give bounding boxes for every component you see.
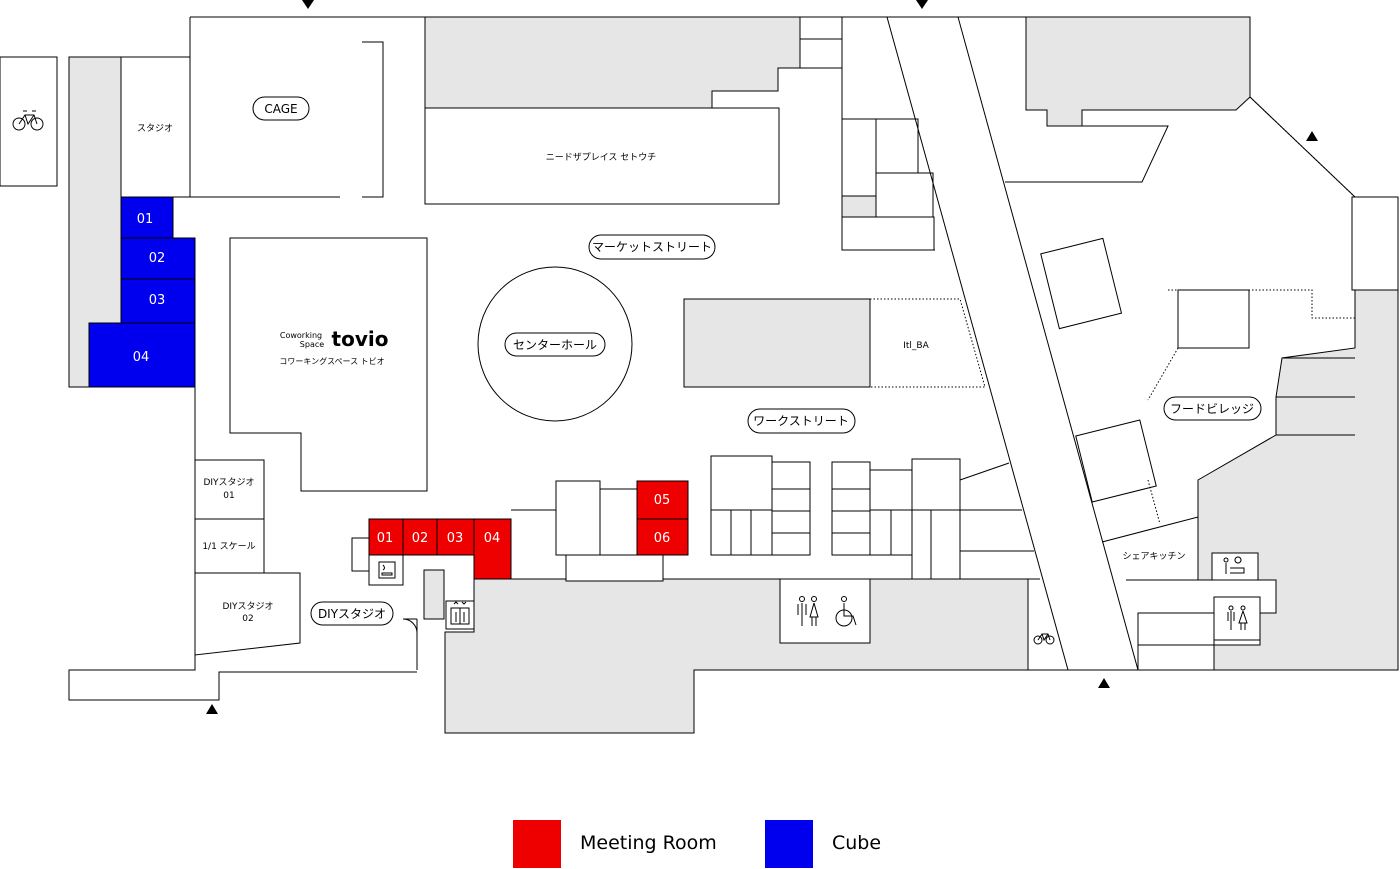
diy-studio-label: DIYスタジオ [318, 607, 386, 621]
cube-label: 01 [137, 212, 154, 227]
tovio-logo: tovio [332, 327, 389, 351]
itl-ba-area[interactable]: Itl_BA [683, 298, 986, 388]
entrance-arrows [206, 0, 1318, 714]
restroom-icon [1227, 605, 1248, 630]
top-middle-rooms [841, 17, 935, 251]
itl-ba-label: Itl_BA [903, 341, 929, 351]
entrance-arrow-icon [916, 0, 928, 9]
tovio-kana: コワーキングスペース トビオ [279, 356, 384, 366]
diy-studio-02-label-a: DIYスタジオ [222, 601, 273, 612]
tovio-coworking-area[interactable]: Coworking Space tovio コワーキングスペース トビオ [229, 237, 428, 492]
diy-studio-02-label-b: 02 [242, 614, 253, 624]
smoking-area-icon [378, 561, 396, 579]
restroom-block-right [1126, 579, 1277, 671]
cube-03[interactable]: 03 [120, 278, 196, 324]
cage-label: CAGE [264, 102, 297, 116]
meeting-rooms: 01 02 03 04 05 06 [368, 480, 689, 580]
cube-02[interactable]: 02 [120, 237, 196, 280]
meeting-room-label: 01 [377, 531, 394, 546]
diagonal-walkway [886, 16, 1139, 671]
legend-swatch-cube [765, 820, 813, 868]
meeting-room-label: 02 [412, 531, 429, 546]
meeting-room-label: 04 [484, 531, 501, 546]
cube-04[interactable]: 04 [88, 322, 196, 388]
needs-place-label: ニードザプレイス セトウチ [546, 152, 657, 163]
meeting-room-label: 06 [654, 531, 671, 546]
legend-label-meeting-room: Meeting Room [580, 832, 717, 854]
meeting-room-02[interactable]: 02 [402, 518, 438, 556]
cube-label: 04 [133, 350, 150, 365]
work-street: ワークストリート [747, 408, 856, 434]
legend-swatch-meeting-room [513, 820, 561, 868]
corridor-left-stub [402, 569, 445, 670]
needs-place-area[interactable]: ニードザプレイス セトウチ [424, 16, 843, 205]
cube-label: 03 [149, 293, 166, 308]
work-street-label: ワークストリート [753, 414, 849, 428]
entrance-arrow-icon [206, 704, 218, 714]
tovio-small-2: Space [300, 340, 324, 349]
diy-studio-01-label-b: 01 [223, 491, 234, 501]
meeting-room-label: 05 [654, 493, 671, 508]
center-hall[interactable]: センターホール [477, 266, 633, 422]
tovio-small-1: Coworking [280, 331, 322, 340]
cube-label: 02 [149, 251, 166, 266]
food-village-label: フードビレッジ [1170, 402, 1254, 416]
meeting-room-06[interactable]: 06 [636, 518, 689, 556]
bicycle-parking-right [1027, 578, 1055, 670]
restroom-icon [797, 596, 819, 626]
bicycle-icon [1033, 633, 1055, 645]
legend-label-cube: Cube [832, 832, 882, 854]
meeting-room-05[interactable]: 05 [636, 480, 689, 520]
diy-studio-01-label-a: DIYスタジオ [203, 477, 254, 488]
scale-room-label: 1/1 スケール [202, 541, 255, 552]
entrance-arrow-icon [302, 0, 314, 9]
center-hall-label: センターホール [513, 338, 597, 352]
entrance-arrow-icon [1098, 678, 1110, 688]
diy-area: DIYスタジオ 01 1/1 スケール DIYスタジオ 02 [68, 386, 417, 701]
share-kitchen-label: シェアキッチン [1122, 551, 1185, 562]
top-right-block [1005, 16, 1251, 183]
restroom-block-center [779, 578, 871, 644]
work-street-booths [662, 455, 1034, 580]
market-street-label: マーケットストリート [592, 240, 712, 254]
diy-studio-area[interactable]: DIYスタジオ [310, 601, 394, 626]
studio-label: スタジオ [137, 123, 173, 134]
meeting-room-03[interactable]: 03 [436, 518, 475, 556]
meeting-room-01[interactable]: 01 [368, 518, 404, 556]
wheelchair-icon [835, 596, 857, 627]
food-village-area: フードビレッジ [1040, 196, 1399, 525]
bicycle-parking-left [0, 56, 58, 187]
share-kitchen-area[interactable]: シェアキッチン [1101, 516, 1259, 581]
baby-care-icon [1223, 556, 1245, 574]
bicycle-icon [12, 110, 44, 131]
market-street: マーケットストリート [588, 234, 716, 260]
cube-rooms: 01 02 03 04 [88, 196, 196, 388]
entrance-arrow-icon [1306, 131, 1318, 141]
meeting-room-04[interactable]: 04 [473, 518, 512, 580]
meeting-room-label: 03 [447, 531, 464, 546]
cage-area[interactable]: CAGE [190, 41, 384, 198]
elevator-icon [445, 600, 475, 630]
cube-01[interactable]: 01 [120, 196, 174, 239]
central-small-rooms [351, 480, 638, 586]
